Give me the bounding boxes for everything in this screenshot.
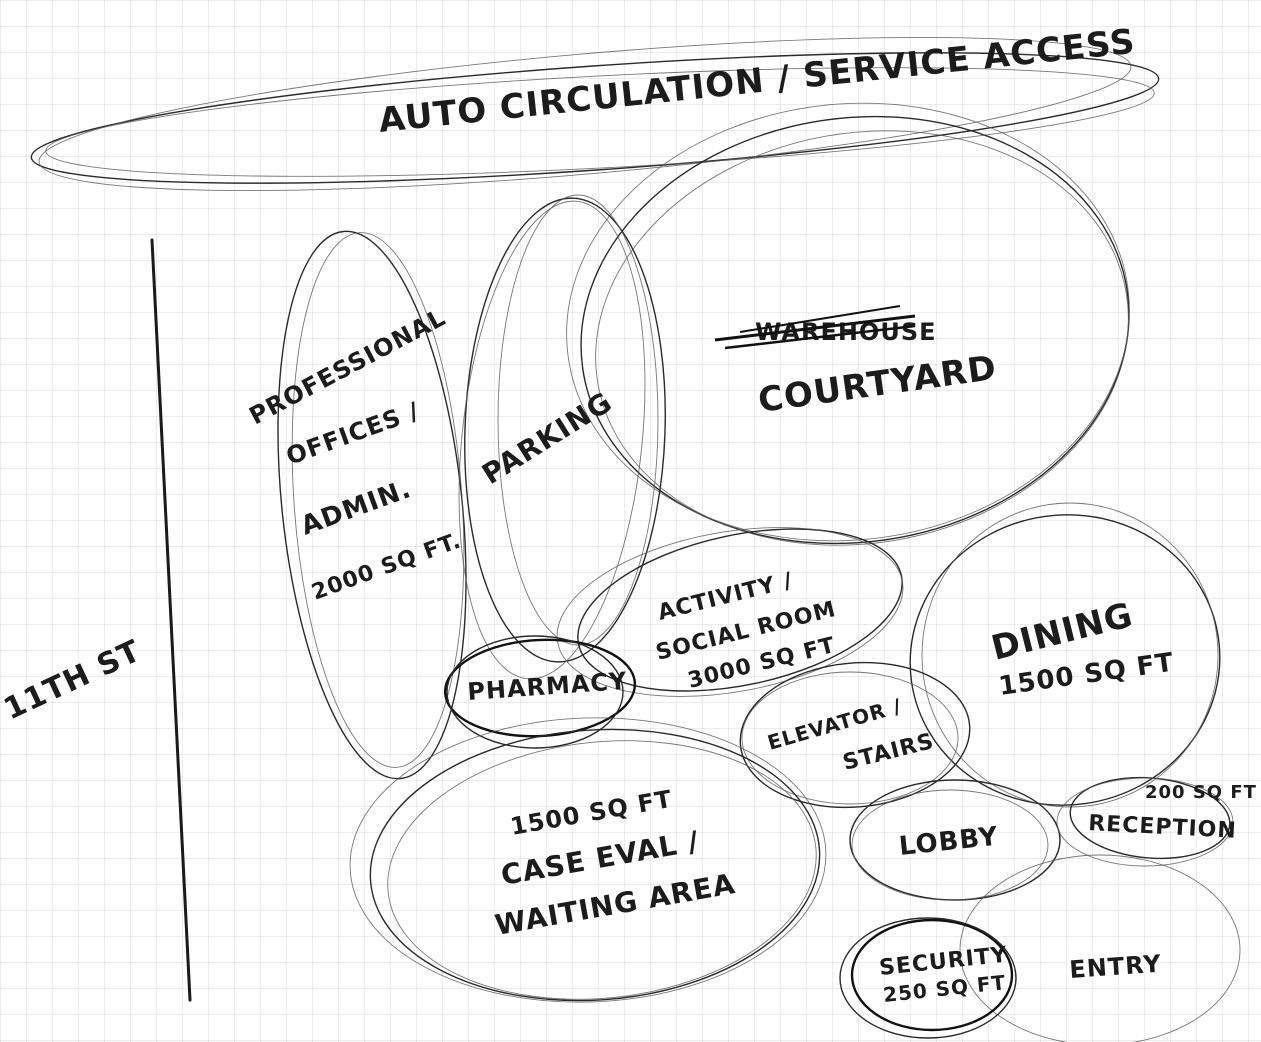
- street-line: [150, 238, 192, 1002]
- dining-bubble: [909, 502, 1221, 808]
- svg-text:200 SQ FT: 200 SQ FT: [1145, 782, 1257, 803]
- case-eval-bubble: [349, 717, 827, 1003]
- auto-circulation-bubble: [30, 37, 1160, 191]
- entry-bubble: [959, 854, 1241, 1042]
- parking-bubble: [458, 194, 666, 680]
- entry-label: ENTRY: [1068, 950, 1162, 984]
- reception-bubble: [1056, 776, 1234, 867]
- reception-label: 200 SQ FT RECEPTION: [1088, 782, 1257, 844]
- crossed-out-word: WAREHOUSE: [714, 305, 936, 350]
- security-bubble: [839, 917, 1017, 1039]
- professional-offices-bubble: [277, 230, 467, 780]
- elevator-stairs-bubble: [739, 661, 971, 809]
- courtyard-bubble: [566, 102, 1130, 546]
- lobby-bubble: [849, 779, 1061, 901]
- activity-room-bubble: [556, 527, 904, 697]
